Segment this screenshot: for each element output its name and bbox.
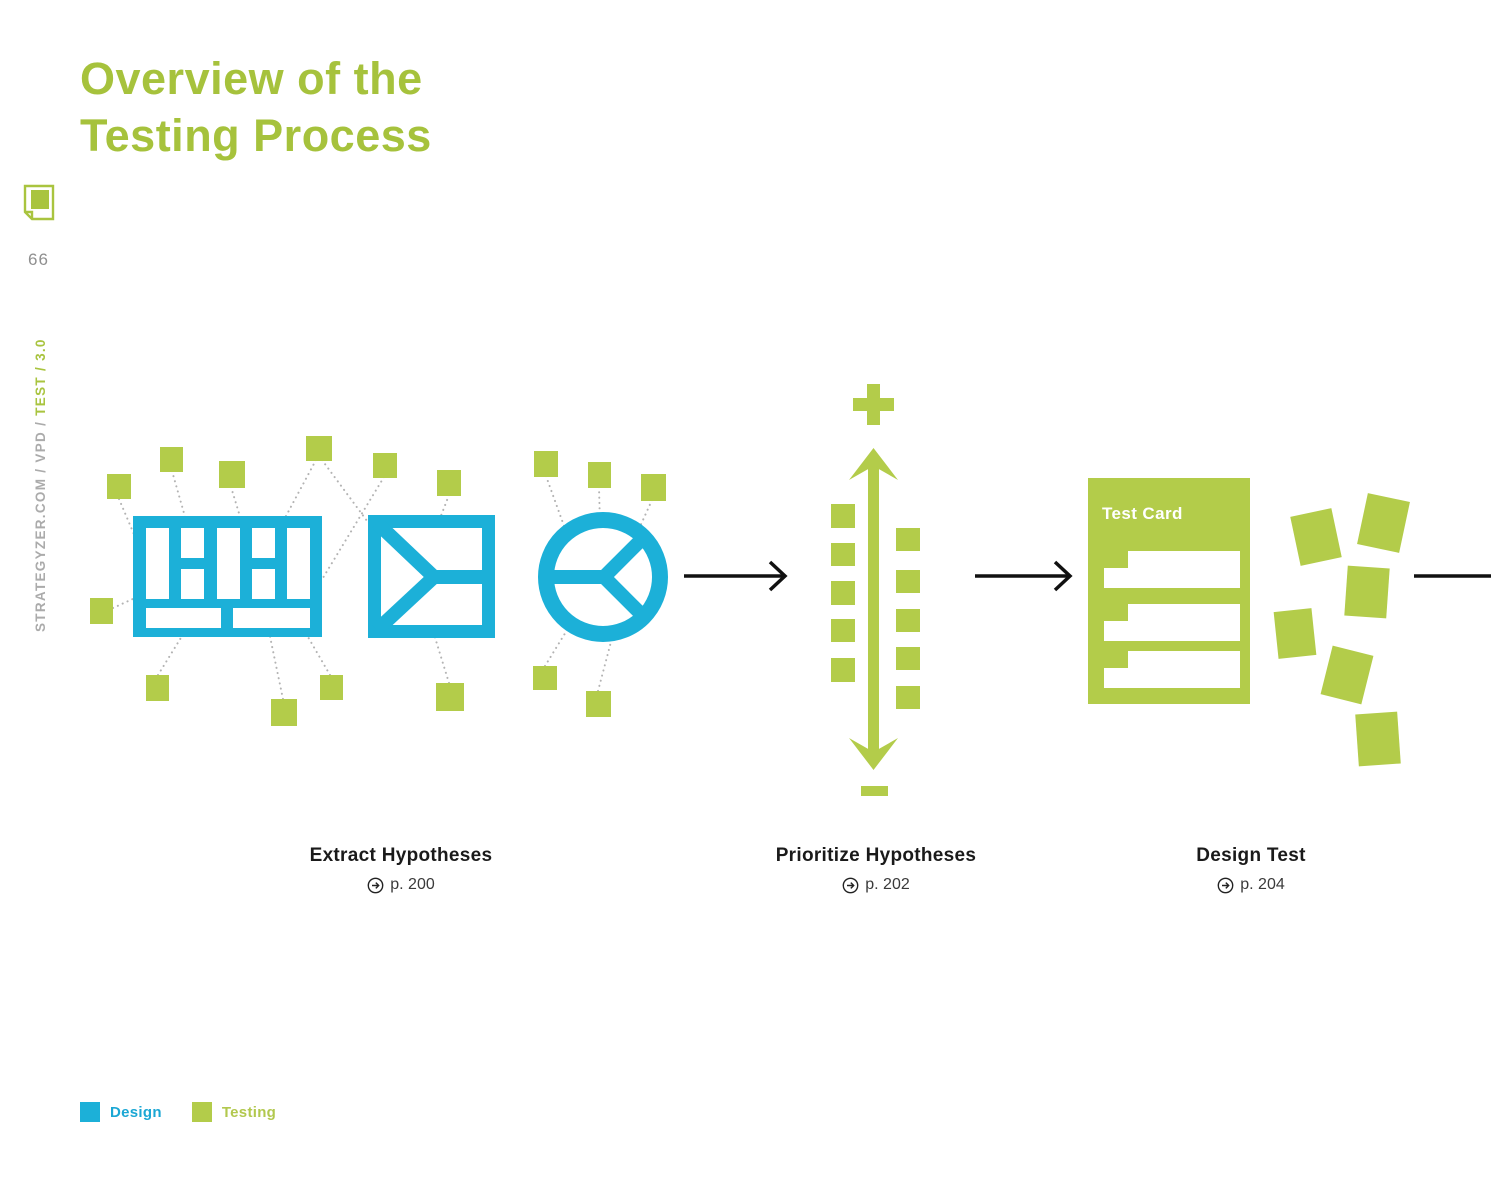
sticky-note — [586, 691, 611, 717]
sticky-note — [107, 474, 131, 499]
sticky-note — [271, 699, 297, 726]
sticky-note — [534, 451, 558, 477]
sticky-note — [831, 658, 855, 682]
legend-item-design: Design — [80, 1102, 162, 1122]
page-number: 66 — [28, 250, 49, 269]
arrow-1-head — [768, 560, 788, 592]
sticky-note — [896, 686, 920, 709]
sticky-note — [831, 581, 855, 605]
step-label: Design Test — [1196, 845, 1306, 866]
sticky-note — [373, 453, 397, 478]
arrow-2-head — [1053, 560, 1073, 592]
sticky-note — [160, 447, 183, 472]
sticky-note — [896, 570, 920, 593]
sticky-note — [436, 683, 464, 711]
legend-label-design: Design — [110, 1103, 162, 1121]
sticky-note — [219, 461, 245, 488]
test-card-field — [1104, 551, 1240, 588]
sticky-note — [1273, 608, 1317, 659]
step-design-test: Design Test p. 204 — [1101, 845, 1401, 894]
step-page-ref: p. 200 — [251, 876, 551, 894]
sticky-note — [831, 504, 855, 528]
flow-arrows — [684, 560, 1491, 592]
sticky-note — [831, 543, 855, 566]
sticky-note — [641, 474, 666, 501]
prioritize-axis — [831, 384, 920, 796]
sticky-note — [90, 598, 113, 624]
sticky-note — [146, 675, 169, 701]
page-title-line1: Overview of the — [80, 53, 423, 104]
plus-icon — [853, 384, 894, 425]
step-page-ref: p. 202 — [726, 876, 1026, 894]
test-card-field — [1104, 604, 1240, 641]
sticky-note — [896, 647, 920, 670]
sticky-note — [896, 609, 920, 632]
step-label: Prioritize Hypotheses — [775, 845, 977, 866]
test-card-title: Test Card — [1102, 504, 1183, 523]
sticky-note — [831, 619, 855, 642]
test-card-field — [1104, 651, 1240, 688]
arrowhead-down-icon — [849, 738, 898, 770]
page-title: Overview of the Testing Process — [80, 50, 432, 164]
step-page-ref: p. 204 — [1101, 876, 1401, 894]
customer-profile-icon — [538, 512, 668, 642]
prioritized-notes-right — [896, 528, 920, 709]
design-color-swatch — [80, 1102, 100, 1122]
legend-label-testing: Testing — [221, 1103, 277, 1121]
circle-arrow-right-icon — [1217, 877, 1234, 893]
business-model-canvas-icon — [133, 516, 322, 637]
value-map-icon — [368, 515, 495, 638]
step-extract-hypotheses: Extract Hypotheses p. 200 — [251, 845, 551, 894]
circle-arrow-right-icon — [367, 877, 384, 893]
sticky-note — [437, 470, 461, 496]
circle-arrow-right-icon — [842, 877, 859, 893]
sticky-note-icon — [22, 184, 56, 227]
sticky-notes-extract — [90, 436, 666, 726]
sticky-note — [896, 528, 920, 551]
step-page-number: p. 204 — [1240, 876, 1285, 893]
sticky-note — [306, 436, 332, 461]
legend-item-testing: Testing — [191, 1102, 277, 1122]
testing-color-swatch — [191, 1102, 212, 1122]
page-title-line2: Testing Process — [80, 110, 432, 161]
step-page-number: p. 200 — [390, 876, 435, 893]
arrowhead-up-icon — [849, 448, 898, 480]
step-label: Extract Hypotheses — [309, 845, 493, 866]
sticky-note — [533, 666, 557, 690]
legend: Design Testing — [80, 1102, 276, 1122]
sticky-note — [1344, 565, 1390, 619]
step-page-number: p. 202 — [865, 876, 910, 893]
sticky-note — [588, 462, 611, 488]
minus-icon — [861, 786, 888, 796]
test-card: Test Card — [1088, 478, 1250, 704]
prioritized-notes-left — [831, 504, 855, 682]
axis-shaft — [868, 466, 879, 752]
sticky-note — [320, 675, 343, 700]
sticky-note — [1355, 711, 1401, 767]
step-prioritize-hypotheses: Prioritize Hypotheses p. 202 — [726, 845, 1026, 894]
